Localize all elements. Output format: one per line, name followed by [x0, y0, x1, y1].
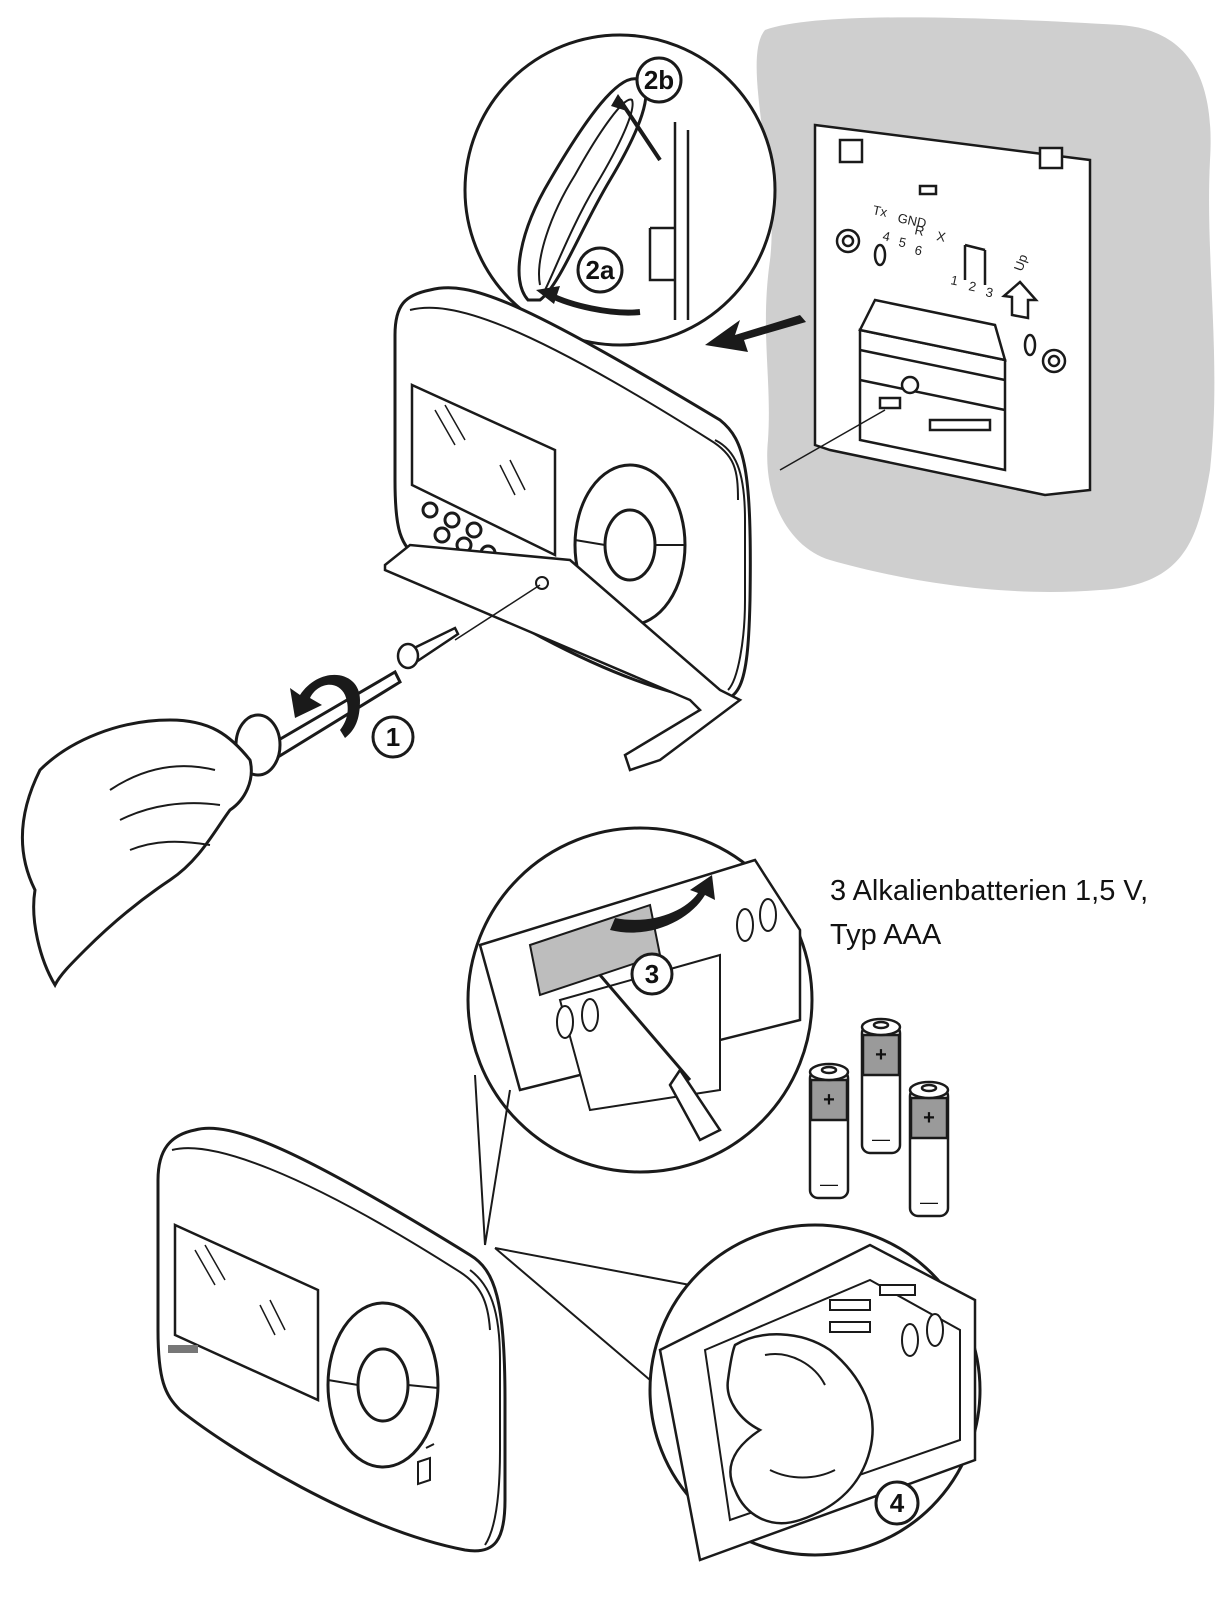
terminal-6: 6 [913, 242, 923, 258]
battery-2-plus: + [875, 1044, 887, 1066]
terminal-2: 2 [967, 278, 977, 294]
terminal-tx: Tx [871, 202, 889, 220]
battery-caption-line2: Typ AAA [830, 919, 942, 951]
thermostat-device-bottom [156, 1126, 507, 1553]
device-display [410, 383, 557, 558]
step-1-badge [371, 715, 415, 759]
device-bottom-dial-button[interactable] [356, 1347, 410, 1423]
brand-logo [168, 1345, 198, 1353]
open-cover-arrow [610, 875, 715, 933]
mount-arrow [705, 315, 806, 352]
rotate-arrow [290, 674, 360, 738]
detail-circle-2: 2b 2a [463, 33, 777, 347]
step-1-label: 1 [386, 722, 400, 752]
terminal-5: 5 [897, 234, 907, 250]
dial-button[interactable] [603, 508, 657, 582]
hand-bottom [726, 1333, 874, 1525]
screw [396, 626, 460, 670]
terminal-1: 1 [949, 272, 959, 288]
battery-1: + — [808, 1062, 850, 1200]
battery-door-icon [417, 1443, 435, 1486]
battery-1-plus: + [823, 1089, 835, 1111]
terminal-r: R [913, 222, 925, 239]
thermostat-device-top [383, 286, 752, 772]
device-stand [383, 543, 743, 772]
battery-caption-line1: 3 Alkalienbatterien 1,5 V, [830, 875, 1148, 907]
terminal-x: X [935, 228, 947, 245]
step-2a-badge [576, 246, 624, 294]
battery-3: + — [908, 1080, 950, 1218]
terminal-labels: Tx GND R X 4 5 6 1 2 3 Up [871, 202, 1030, 300]
step-2b-label: 2b [644, 65, 674, 95]
device-button[interactable] [421, 501, 439, 519]
step-3-badge [630, 952, 674, 996]
wall-plate [813, 123, 1092, 497]
detail-circle-3: 3 [466, 826, 814, 1174]
hand-top [21, 718, 253, 989]
battery-1-minus: — [820, 1174, 838, 1194]
step-2a-label: 2a [586, 255, 615, 285]
detail-circle-4: 4 [648, 1223, 982, 1562]
terminal-3: 3 [984, 284, 994, 300]
device-button[interactable] [443, 511, 461, 529]
step-4-badge [874, 1480, 920, 1526]
terminal-up: Up [1011, 252, 1031, 273]
battery-2: + — [860, 1017, 902, 1155]
alignment-line-plate [779, 409, 886, 471]
step-2b-badge [635, 56, 683, 104]
terminal-4: 4 [881, 228, 891, 244]
callout-wedge-4 [494, 1247, 691, 1381]
screwdriver-hand [21, 669, 402, 989]
step-3-label: 3 [645, 959, 659, 989]
step-4-label: 4 [890, 1488, 905, 1518]
terminal-gnd: GND [896, 210, 927, 231]
battery-3-plus: + [923, 1107, 935, 1129]
battery-3-minus: — [920, 1192, 938, 1212]
device-button[interactable] [465, 521, 483, 539]
alignment-line-screw [454, 584, 541, 641]
device-button[interactable] [433, 526, 451, 544]
device-bottom-display [173, 1223, 320, 1402]
battery-2-minus: — [872, 1129, 890, 1149]
callout-wedge-3 [474, 1074, 511, 1246]
